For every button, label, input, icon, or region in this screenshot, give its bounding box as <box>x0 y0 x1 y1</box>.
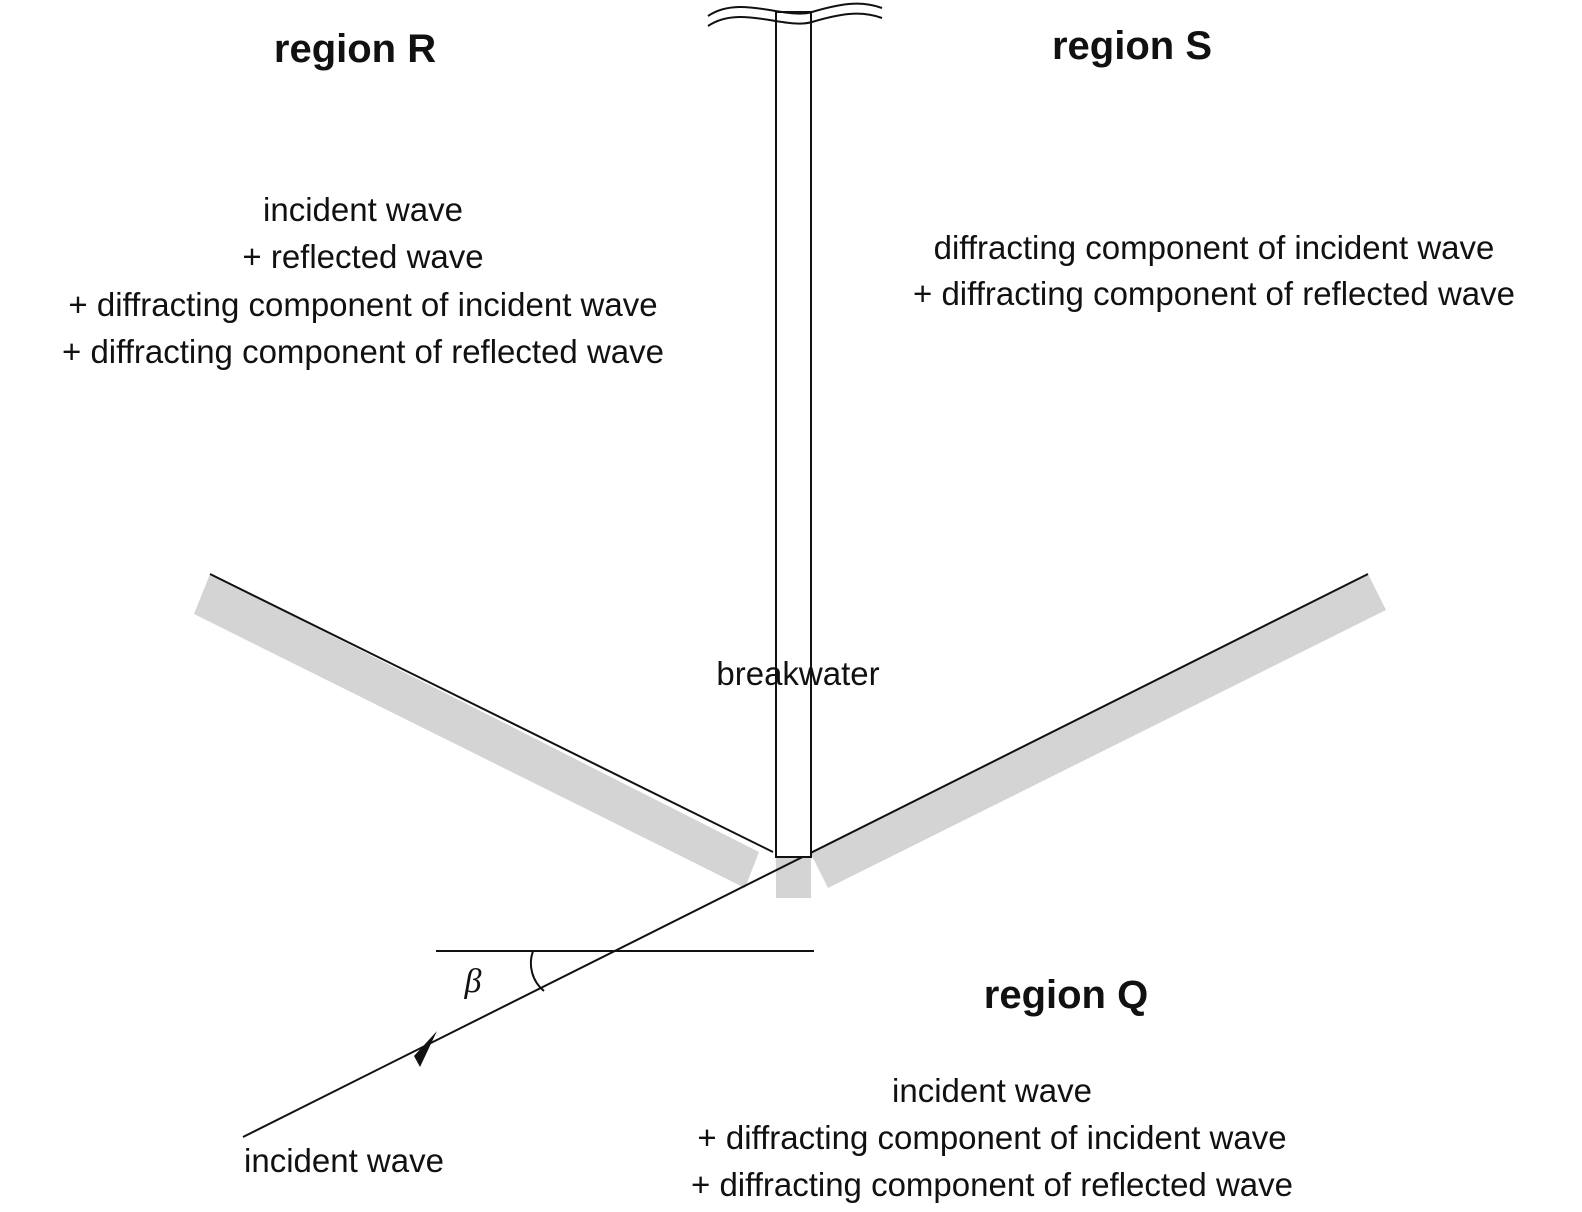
region-r-line-3: + diffracting component of incident wave <box>68 286 657 323</box>
region-r-line-1: incident wave <box>263 191 463 228</box>
region-s-line-1: diffracting component of incident wave <box>934 229 1495 266</box>
breakwater-tip-shadow <box>776 856 811 898</box>
right-wavefront-band <box>810 574 1386 888</box>
region-r-line-2: + reflected wave <box>242 238 483 275</box>
breakwater-label: breakwater <box>716 655 879 692</box>
breakwater <box>775 11 812 858</box>
breakwater-break-mark-2 <box>707 12 883 27</box>
incident-wave-label: incident wave <box>244 1142 444 1179</box>
region-q-title: region Q <box>984 973 1148 1017</box>
region-r-line-4: + diffracting component of reflected wav… <box>62 333 664 370</box>
region-s-line-2: + diffracting component of reflected wav… <box>913 275 1515 312</box>
incident-wave-arrowhead <box>414 1031 437 1067</box>
region-r-title: region R <box>274 27 436 71</box>
region-q-line-2: + diffracting component of incident wave <box>697 1119 1286 1156</box>
region-q-line-1: incident wave <box>892 1072 1092 1109</box>
angle-arc <box>529 950 545 992</box>
left-wavefront-line <box>209 573 774 853</box>
region-s-title: region S <box>1052 24 1212 68</box>
angle-beta-label: β <box>464 963 482 1000</box>
breakwater-break-mark <box>707 2 883 17</box>
left-wavefront-band <box>194 574 759 888</box>
region-q-line-3: + diffracting component of reflected wav… <box>691 1166 1293 1203</box>
